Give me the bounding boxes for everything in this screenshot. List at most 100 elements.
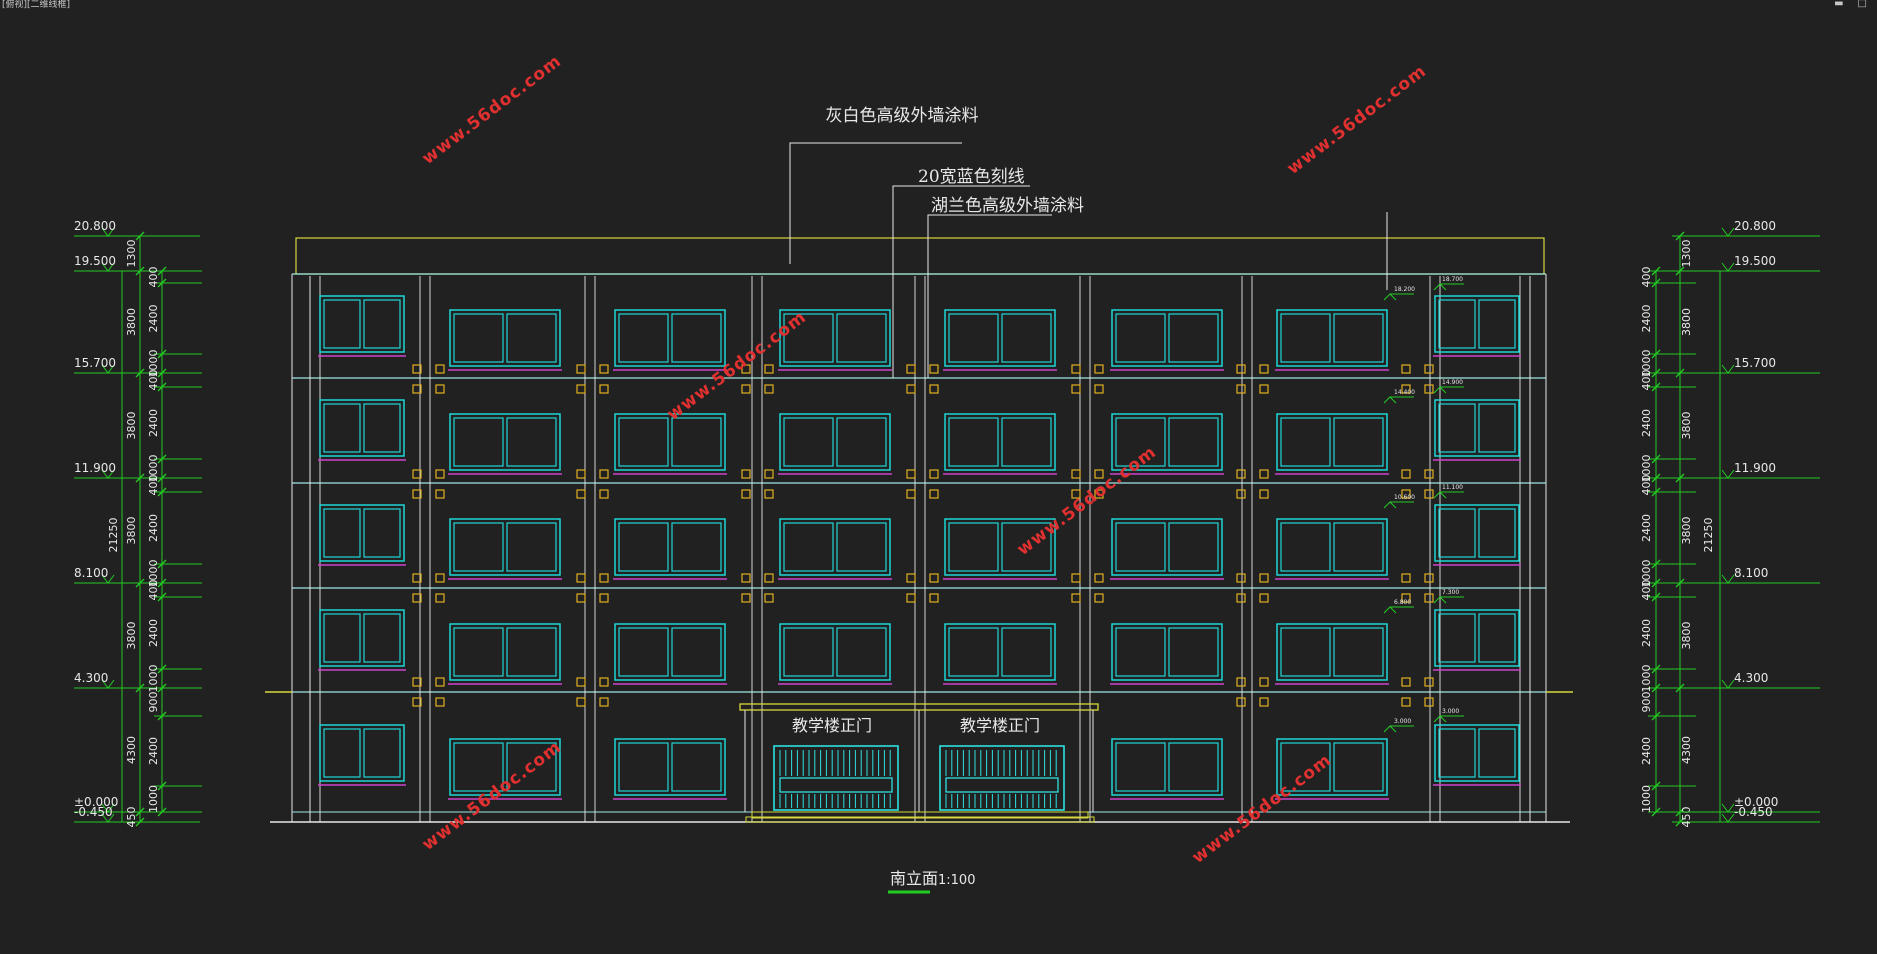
parapet-outline — [295, 237, 1545, 275]
decor-block — [435, 489, 445, 499]
elevation-triangle — [101, 803, 115, 813]
window-pane — [1438, 403, 1476, 453]
decor-block — [1236, 677, 1246, 687]
window-pane — [1115, 742, 1166, 792]
decor-block — [1071, 573, 1081, 583]
window-pane — [363, 403, 401, 453]
dim-slash — [1651, 278, 1661, 288]
elev-mark-small — [1383, 501, 1397, 509]
dim-value: 2400 — [147, 619, 160, 647]
dim-value: 1000 — [147, 455, 160, 483]
window-pane — [948, 417, 999, 467]
dim-value: 400 — [1640, 580, 1653, 601]
dim-total-left: 21250 — [107, 518, 120, 553]
dim-slash — [135, 683, 145, 693]
window-frame — [1111, 738, 1223, 796]
dim-slash — [1651, 382, 1661, 392]
window-pane — [1001, 417, 1052, 467]
elevation-value: 11.900 — [74, 461, 116, 475]
window-frame — [779, 413, 891, 471]
decor-block — [599, 384, 609, 394]
dim-slash — [157, 559, 167, 569]
dim-slash — [135, 578, 145, 588]
elevation-value: 20.800 — [74, 219, 116, 233]
decor-block — [412, 469, 422, 479]
dim-value: 2400 — [1640, 514, 1653, 542]
maximize-icon[interactable]: □ — [1857, 0, 1867, 9]
window-frame — [779, 518, 891, 576]
window-pane — [1168, 313, 1219, 363]
window-pane — [1333, 417, 1384, 467]
dim-value: 1000 — [1640, 350, 1653, 378]
label-view-name: 南立面 — [890, 869, 938, 888]
decor-block — [435, 677, 445, 687]
elev-small-right: 14.900 — [1442, 379, 1463, 386]
decor-block — [599, 489, 609, 499]
window-frame — [1276, 738, 1388, 796]
dim-value: 3800 — [125, 517, 138, 545]
watermark-text: www.56doc.com — [418, 51, 565, 169]
dim-slash — [157, 578, 167, 588]
dim-slash — [135, 231, 145, 241]
decor-block — [764, 573, 774, 583]
window-pane — [1001, 522, 1052, 572]
window-pane — [1438, 508, 1476, 558]
window-pane — [323, 508, 361, 558]
window-pane — [453, 627, 504, 677]
decor-block — [576, 364, 586, 374]
elev-small-left: 3.000 — [1394, 718, 1411, 725]
decor-block — [435, 573, 445, 583]
window-pane — [363, 728, 401, 778]
dim-value: 1000 — [147, 560, 160, 588]
decor-block — [929, 593, 939, 603]
window-frame — [614, 413, 726, 471]
decor-block — [435, 364, 445, 374]
decor-block — [906, 384, 916, 394]
window-pane — [1168, 417, 1219, 467]
decor-block — [1424, 677, 1434, 687]
dim-slash — [157, 807, 167, 817]
window-pane — [453, 742, 504, 792]
dim-slash — [157, 487, 167, 497]
elevation-value: 11.900 — [1734, 461, 1776, 475]
decor-block — [1071, 469, 1081, 479]
window-pane — [1438, 728, 1476, 778]
elev-small-right: 11.100 — [1442, 484, 1463, 491]
dim-slash — [1651, 266, 1661, 276]
decor-block — [576, 384, 586, 394]
window-frame — [1111, 309, 1223, 367]
elev-mark-small — [1383, 606, 1397, 614]
window-pane — [363, 508, 401, 558]
decor-block — [929, 489, 939, 499]
window-controls: ▬ □ — [1834, 0, 1867, 9]
window-pane — [1478, 728, 1516, 778]
decor-block — [1094, 364, 1104, 374]
decor-block — [1236, 697, 1246, 707]
elevation-triangle — [1721, 364, 1735, 374]
window-pane — [618, 522, 669, 572]
decor-block — [1259, 697, 1269, 707]
window-pane — [1001, 313, 1052, 363]
dim-slash — [1651, 349, 1661, 359]
decor-block — [412, 573, 422, 583]
window-pane — [948, 627, 999, 677]
decor-block — [1401, 573, 1411, 583]
decor-block — [599, 469, 609, 479]
elevation-value: 15.700 — [1734, 356, 1776, 370]
window-frame — [1434, 295, 1520, 353]
decor-block — [435, 469, 445, 479]
leader-coating-blue — [927, 214, 1052, 378]
window-frame — [449, 738, 561, 796]
window-pane — [1115, 417, 1166, 467]
minimize-icon[interactable]: ▬ — [1834, 0, 1844, 9]
dim-value: 4300 — [1680, 736, 1693, 764]
elev-mark-small — [1383, 293, 1397, 301]
elevation-triangle — [101, 227, 115, 237]
dim-value: 3800 — [125, 412, 138, 440]
decor-block — [1259, 573, 1269, 583]
dim-slash — [1651, 368, 1661, 378]
decor-block — [1401, 489, 1411, 499]
decor-block — [412, 677, 422, 687]
